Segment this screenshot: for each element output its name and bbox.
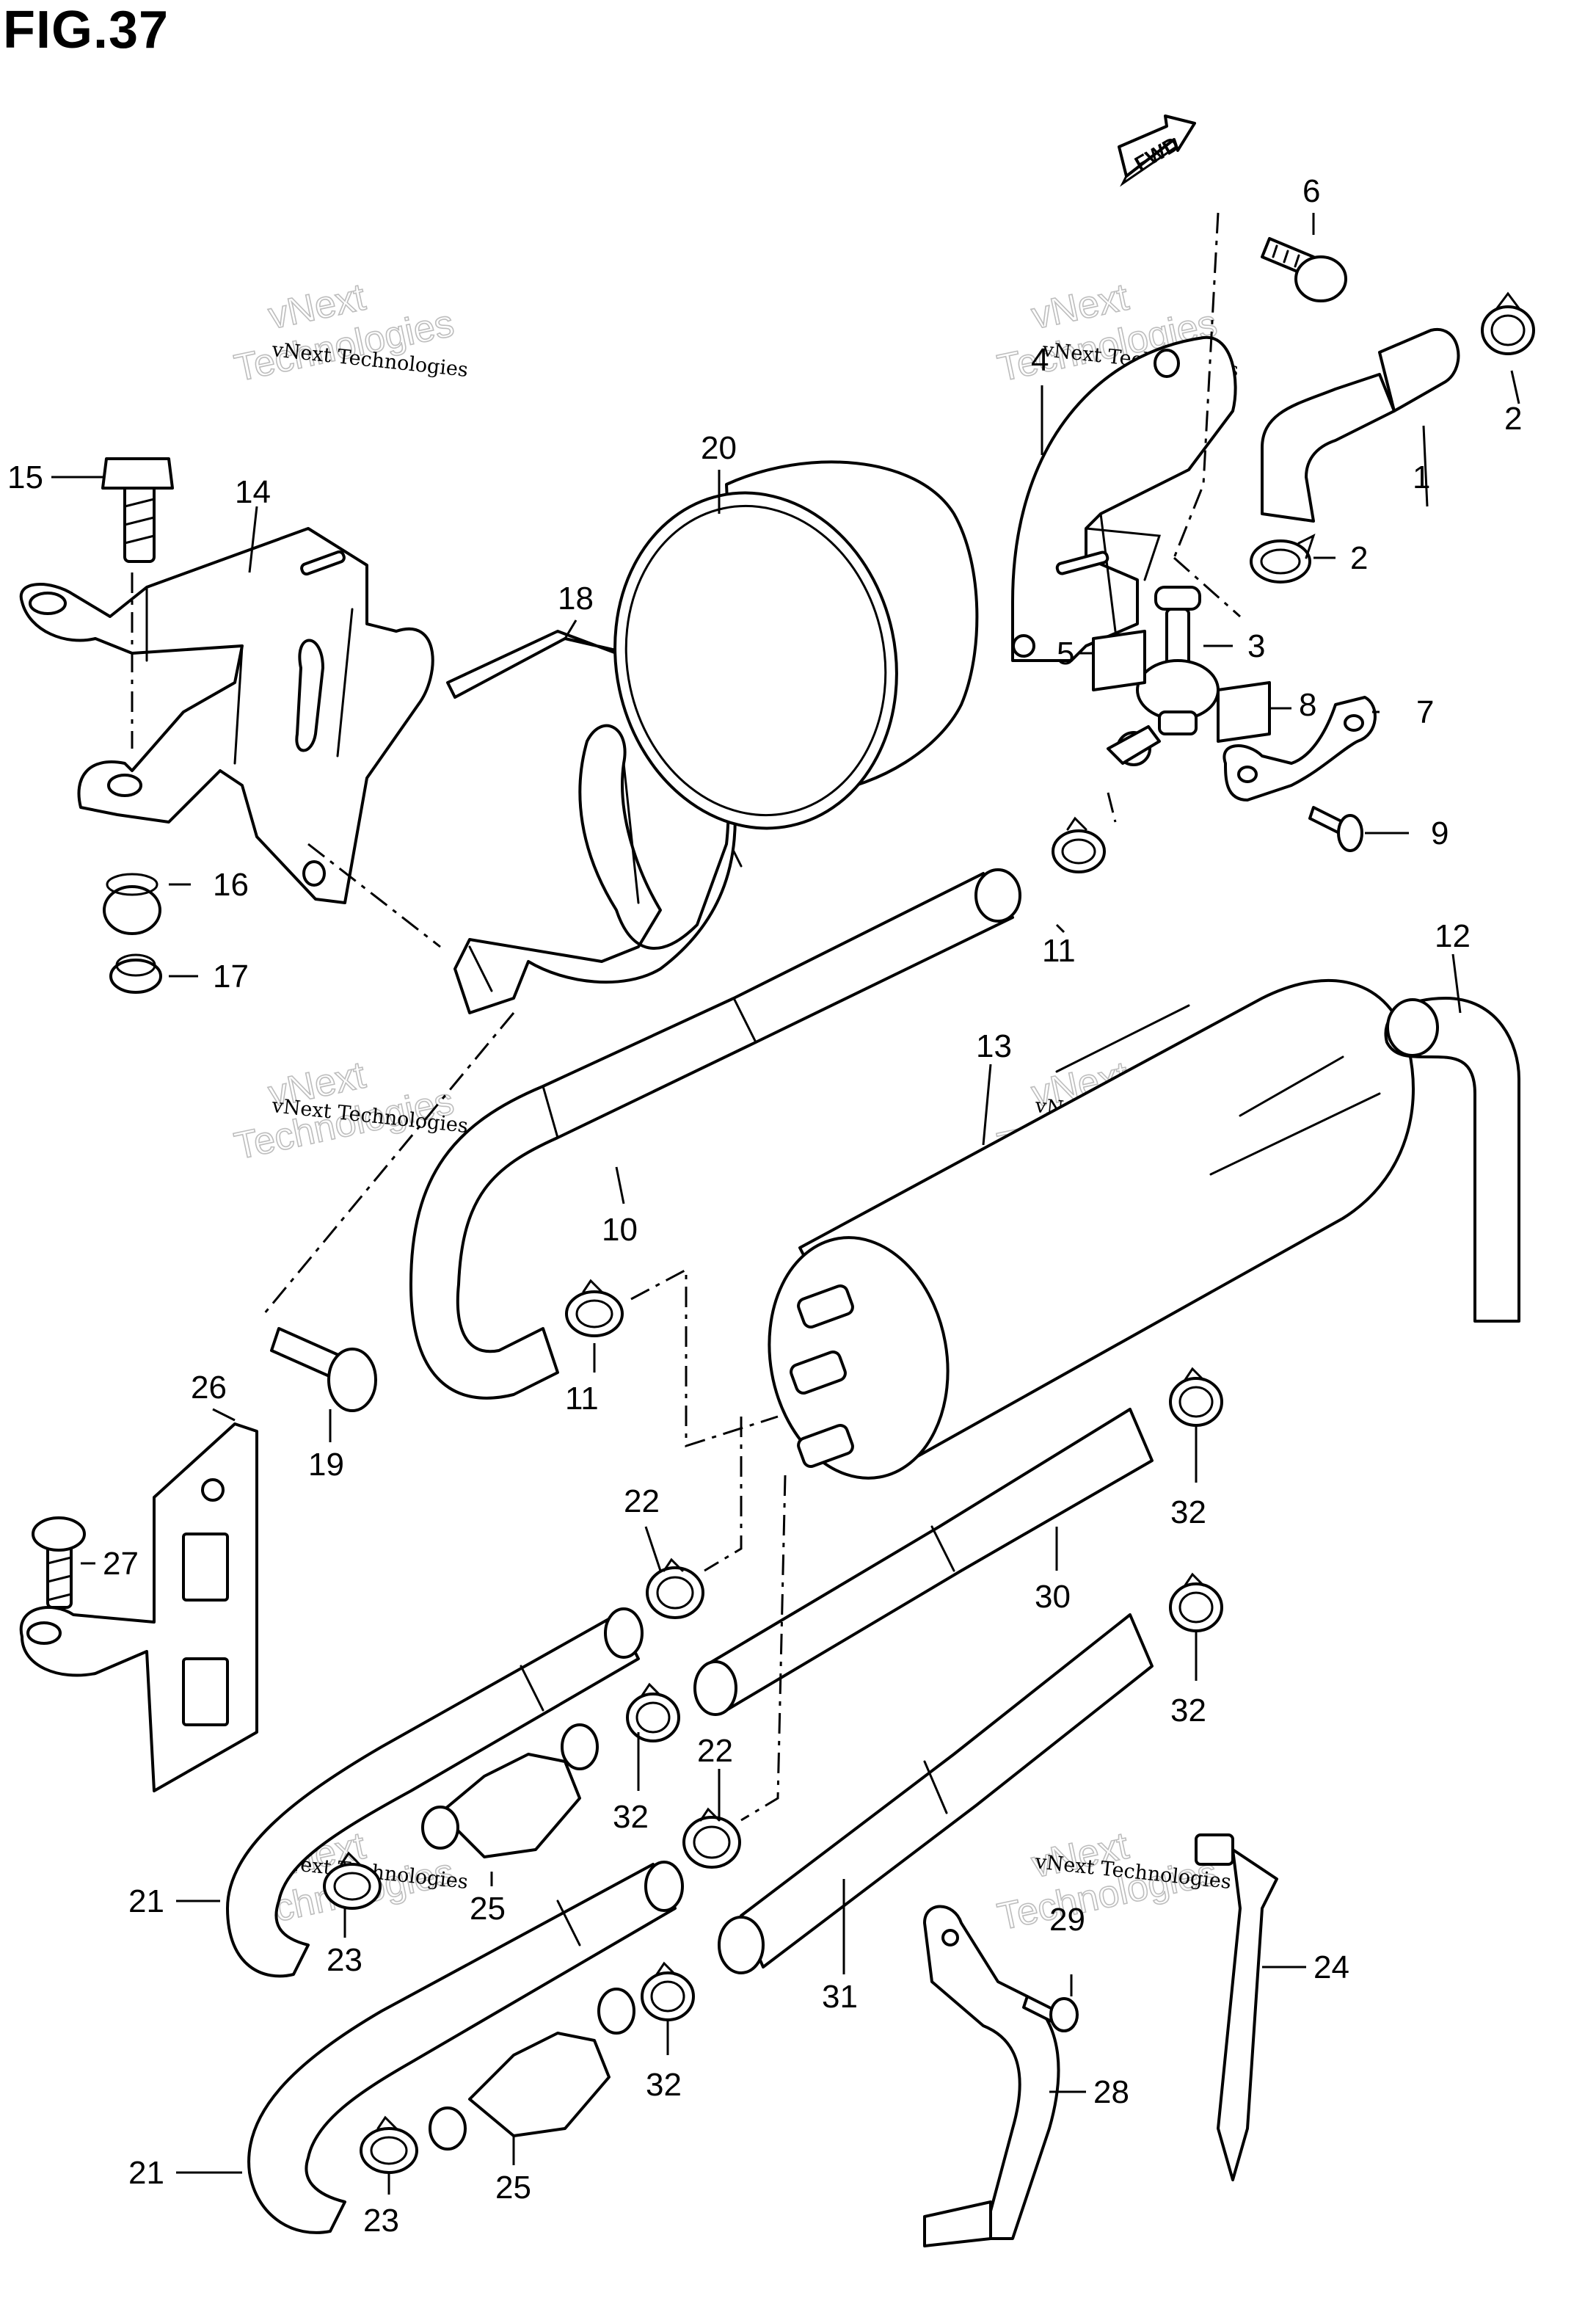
callout-19: 19 bbox=[308, 1447, 344, 1483]
part-3-valve bbox=[1107, 586, 1220, 766]
callout-7: 7 bbox=[1416, 694, 1434, 730]
callout-25b: 25 bbox=[495, 2170, 531, 2206]
callout-11b: 11 bbox=[565, 1381, 599, 1417]
callout-18: 18 bbox=[558, 581, 594, 617]
callout-24: 24 bbox=[1313, 1949, 1349, 1985]
part-15-bolt bbox=[101, 457, 174, 563]
hose-clamps bbox=[323, 291, 1535, 2174]
clamp-32b bbox=[1169, 1572, 1223, 1632]
part-6-bolt bbox=[1261, 237, 1347, 302]
callout-26: 26 bbox=[191, 1370, 227, 1406]
clamp-22b bbox=[682, 1807, 741, 1869]
callout-32c: 32 bbox=[613, 1799, 649, 1835]
callout-28: 28 bbox=[1093, 2074, 1129, 2110]
callout-23b: 23 bbox=[363, 2203, 399, 2239]
callout-14: 14 bbox=[235, 474, 271, 510]
callout-29: 29 bbox=[1049, 1902, 1085, 1938]
part-26-bracket bbox=[19, 1422, 258, 1792]
part-18-clamp bbox=[446, 630, 737, 1014]
part-21-hose-lower bbox=[247, 1861, 684, 2234]
callout-20: 20 bbox=[701, 430, 737, 466]
callout-11a: 11 bbox=[1042, 933, 1076, 969]
clamp-2a bbox=[1481, 291, 1535, 355]
callout-5: 5 bbox=[1057, 636, 1074, 672]
centre-lines bbox=[131, 212, 1241, 1822]
callout-2a: 2 bbox=[1504, 401, 1522, 437]
clamp-2b bbox=[1250, 534, 1316, 584]
callout-16: 16 bbox=[213, 867, 249, 903]
figure-title: FIG.37 bbox=[3, 1, 170, 59]
part-10-hose bbox=[409, 868, 1021, 1400]
callout-3: 3 bbox=[1247, 628, 1265, 664]
clamp-11b bbox=[565, 1279, 624, 1337]
part-9-screw bbox=[1308, 806, 1363, 852]
part-16-grommet bbox=[103, 873, 161, 935]
callout-32b: 32 bbox=[1170, 1693, 1206, 1728]
callout-31: 31 bbox=[822, 1979, 858, 2015]
callout-6: 6 bbox=[1302, 173, 1320, 209]
callout-27: 27 bbox=[103, 1546, 139, 1582]
part-17-collar bbox=[109, 953, 162, 994]
callout-labels: 1 2 2 3 4 5 6 7 8 9 10 11 11 12 13 14 15… bbox=[7, 173, 1522, 2239]
callout-13: 13 bbox=[976, 1028, 1012, 1064]
part-8-cushion bbox=[1217, 681, 1271, 743]
callout-4: 4 bbox=[1031, 342, 1049, 378]
part-21-hose-upper bbox=[226, 1607, 644, 1978]
canister-ports bbox=[790, 1284, 854, 1468]
part-30-hose bbox=[693, 1408, 1154, 1716]
part-5-cushion bbox=[1092, 630, 1146, 691]
part-4-bracket bbox=[1011, 335, 1237, 662]
callout-23a: 23 bbox=[327, 1942, 362, 1978]
part-14-bracket bbox=[19, 527, 434, 904]
callout-15: 15 bbox=[7, 459, 43, 495]
part-1-hose bbox=[1261, 327, 1460, 523]
part-12-hose bbox=[1384, 997, 1520, 1323]
callout-22a: 22 bbox=[624, 1483, 660, 1519]
callout-10: 10 bbox=[602, 1212, 638, 1248]
callout-30: 30 bbox=[1035, 1579, 1071, 1615]
part-29-screw bbox=[1022, 1995, 1079, 2032]
clamp-32d bbox=[641, 1961, 695, 2021]
part-24-tie bbox=[1195, 1833, 1278, 2181]
clamp-22a bbox=[646, 1557, 704, 1619]
part-13-canister bbox=[768, 978, 1415, 1480]
clamp-23b bbox=[360, 2115, 418, 2174]
part-20-drum bbox=[613, 460, 979, 868]
callout-21a: 21 bbox=[128, 1883, 164, 1919]
leader-lines bbox=[51, 213, 1520, 2195]
part-25-filter-upper bbox=[421, 1723, 599, 1858]
callout-2b: 2 bbox=[1350, 540, 1368, 576]
callout-17: 17 bbox=[213, 959, 249, 995]
part-7-clamp bbox=[1222, 696, 1377, 801]
callout-22b: 22 bbox=[697, 1733, 733, 1769]
part-28-bracket bbox=[923, 1905, 1060, 2247]
callout-32d: 32 bbox=[646, 2067, 682, 2103]
fwd-arrow-badge: FWD bbox=[1118, 114, 1196, 187]
callout-1: 1 bbox=[1413, 459, 1430, 495]
clamp-23a bbox=[323, 1851, 382, 1910]
clamp-11a bbox=[1052, 816, 1106, 873]
callout-9: 9 bbox=[1431, 815, 1449, 851]
part-25-filter-lower bbox=[429, 1988, 635, 2151]
callout-8: 8 bbox=[1299, 687, 1316, 723]
callout-21b: 21 bbox=[128, 2155, 164, 2191]
part-27-bolt bbox=[32, 1516, 86, 1609]
clamp-32c bbox=[626, 1682, 680, 1742]
part-19-screw bbox=[270, 1327, 377, 1412]
clamp-32a bbox=[1169, 1367, 1223, 1427]
callout-12: 12 bbox=[1435, 918, 1471, 954]
callout-25a: 25 bbox=[470, 1891, 506, 1927]
callout-32a: 32 bbox=[1170, 1494, 1206, 1530]
